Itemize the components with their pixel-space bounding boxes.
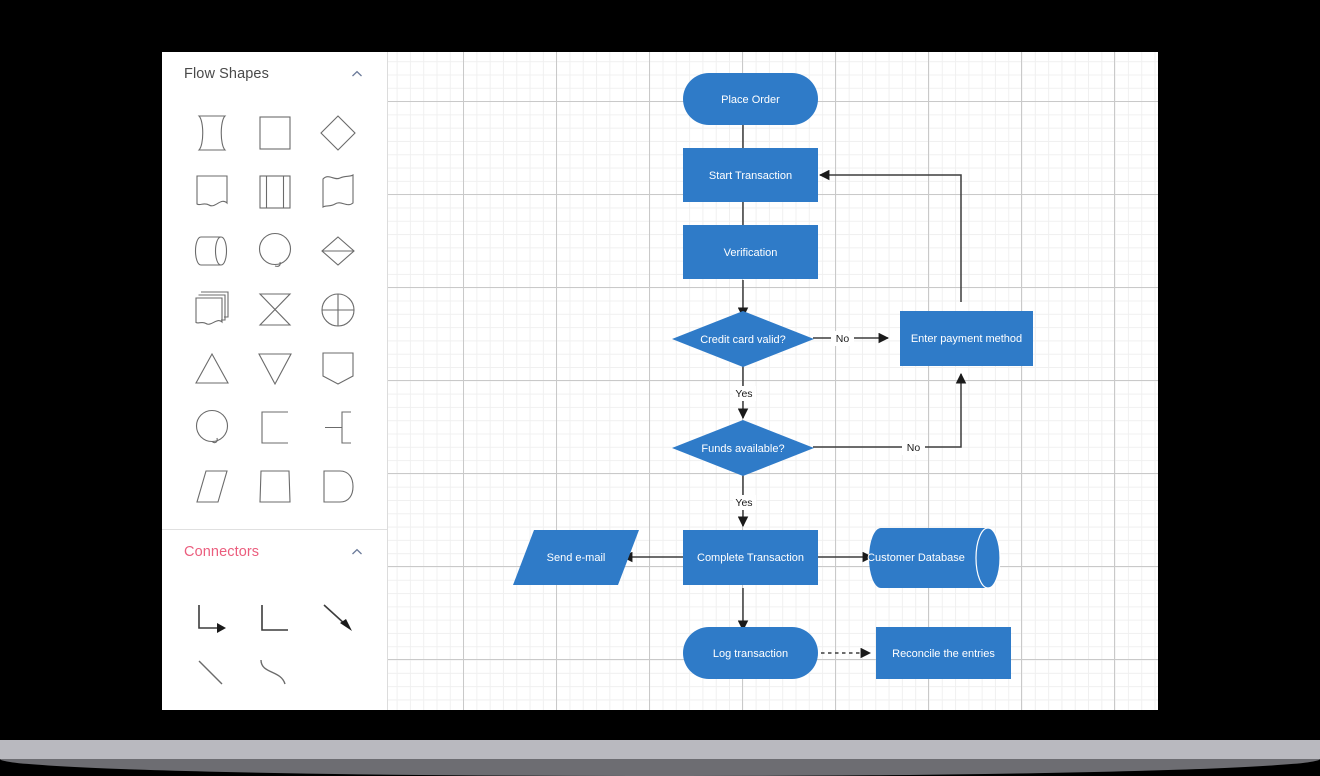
shape-split-diamond-icon[interactable] [306, 228, 369, 273]
node-log-transaction[interactable]: Log transaction [683, 627, 818, 679]
laptop-base-top [0, 740, 1320, 759]
chevron-up-icon[interactable] [349, 66, 365, 82]
node-label: Credit card valid? [700, 334, 786, 346]
shape-square-icon[interactable] [243, 464, 306, 509]
shape-circle-icon[interactable] [243, 228, 306, 273]
node-send-email[interactable]: Send e-mail [513, 530, 639, 585]
connector-elbow-line-icon[interactable] [243, 594, 306, 642]
edge-funds-no-to-payment [813, 372, 967, 448]
connectors-grid [162, 572, 387, 706]
node-credit-card-valid[interactable]: Credit card valid? [672, 311, 814, 367]
diagram-canvas[interactable]: Place Order Start Transaction Verificati… [388, 52, 1158, 710]
connector-diagonal-arrow-icon[interactable] [306, 594, 369, 642]
flowchart: Place Order Start Transaction Verificati… [513, 73, 1033, 679]
connector-curved-line-icon[interactable] [243, 648, 306, 696]
node-label: Log transaction [713, 648, 788, 660]
node-funds-available[interactable]: Funds available? [672, 420, 814, 476]
shape-pentagon-tag-icon[interactable] [306, 346, 369, 391]
shape-bracket-right-icon[interactable] [306, 405, 369, 450]
edge-label-funds-yes: Yes [735, 497, 752, 509]
shape-delay-icon[interactable] [180, 405, 243, 450]
shape-bracket-left-icon[interactable] [243, 405, 306, 450]
sidebar-divider [162, 529, 387, 530]
node-customer-database[interactable]: Customer Database [867, 527, 1001, 589]
shape-triangle-up-icon[interactable] [180, 346, 243, 391]
flow-shapes-section-header[interactable]: Flow Shapes [162, 52, 387, 94]
node-place-order[interactable]: Place Order [683, 73, 818, 125]
chevron-up-icon[interactable] [349, 544, 365, 560]
shape-document-icon[interactable] [180, 169, 243, 214]
shape-crossed-circle-icon[interactable] [306, 287, 369, 332]
connector-diagonal-line-icon[interactable] [180, 648, 243, 696]
shape-predefined-process-icon[interactable] [243, 169, 306, 214]
shape-hourglass-icon[interactable] [243, 287, 306, 332]
shape-diamond-icon[interactable] [306, 110, 369, 155]
node-label: Customer Database [867, 552, 965, 564]
flow-shapes-title: Flow Shapes [184, 66, 269, 82]
node-label: Reconcile the entries [892, 648, 995, 660]
shape-wave-icon[interactable] [306, 169, 369, 214]
node-label: Enter payment method [911, 333, 1022, 345]
node-label: Start Transaction [709, 170, 792, 182]
node-complete-transaction[interactable]: Complete Transaction [683, 530, 818, 585]
connectors-title: Connectors [184, 544, 260, 560]
shape-flex-rectangle-icon[interactable] [180, 110, 243, 155]
node-label: Complete Transaction [697, 552, 804, 564]
edge-payment-to-start [818, 169, 962, 302]
edge-label-funds-no: No [907, 442, 921, 454]
node-start-transaction[interactable]: Start Transaction [683, 148, 818, 202]
node-label: Verification [724, 247, 778, 259]
node-verification[interactable]: Verification [683, 225, 818, 279]
edge-label-credit-no: No [836, 333, 850, 345]
node-enter-payment-method[interactable]: Enter payment method [900, 311, 1033, 366]
shape-d-shape-icon[interactable] [306, 464, 369, 509]
shape-triangle-down-icon[interactable] [243, 346, 306, 391]
laptop-base-bottom [0, 759, 1320, 776]
node-label: Send e-mail [547, 552, 606, 564]
connector-elbow-arrow-icon[interactable] [180, 594, 243, 642]
laptop-screen: Flow Shapes [162, 52, 1158, 710]
flowchart-edges [621, 124, 967, 659]
node-reconcile-entries[interactable]: Reconcile the entries [876, 627, 1011, 679]
shape-rectangle-icon[interactable] [243, 110, 306, 155]
flow-shapes-grid [162, 94, 387, 529]
shape-cylinder-icon[interactable] [180, 228, 243, 273]
shape-parallelogram-icon[interactable] [180, 464, 243, 509]
shape-multi-document-icon[interactable] [180, 287, 243, 332]
node-label: Place Order [721, 94, 780, 106]
shapes-sidebar: Flow Shapes [162, 52, 388, 710]
flowchart-edge-labels: No Yes No Yes [733, 331, 925, 510]
node-label: Funds available? [701, 443, 784, 455]
connectors-section-header[interactable]: Connectors [162, 530, 387, 572]
edge-label-credit-yes: Yes [735, 388, 752, 400]
